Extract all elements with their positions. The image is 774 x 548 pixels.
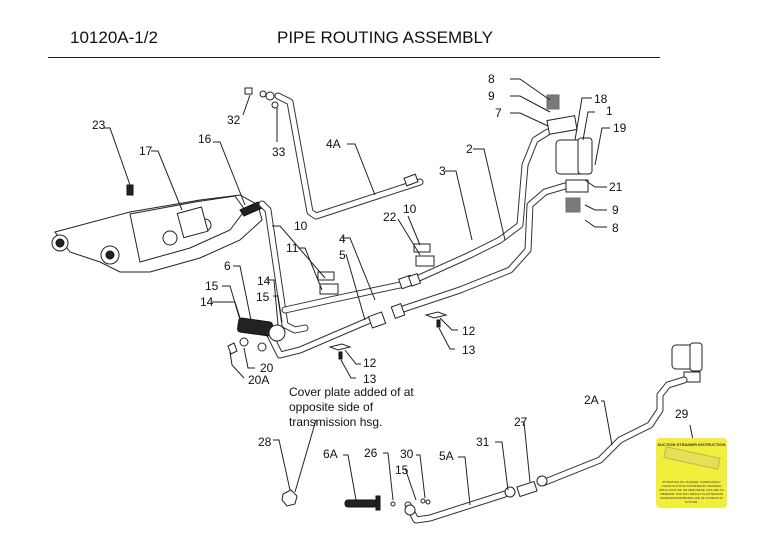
callout-3: 3 xyxy=(439,164,446,178)
decal-text: ATTENTION OIL CHANGE: THOROUGHLY CLEAN S… xyxy=(659,480,724,504)
callout-15: 15 xyxy=(205,279,219,293)
callout-6: 6 xyxy=(224,259,231,273)
callout-11: 11 xyxy=(286,241,299,255)
callout-2: 2 xyxy=(466,142,473,156)
callout-17: 17 xyxy=(139,144,153,158)
callout-8-lower: 8 xyxy=(612,221,619,235)
callout-27: 27 xyxy=(514,415,528,429)
callout-18: 18 xyxy=(594,92,608,106)
callout-28: 28 xyxy=(258,435,272,449)
callout-30: 30 xyxy=(400,447,414,461)
callout-5A: 5A xyxy=(439,449,454,463)
pipe-4A xyxy=(274,92,424,220)
hydraulic-pump xyxy=(546,94,593,213)
leader-lines xyxy=(104,78,694,506)
callout-21: 21 xyxy=(609,180,623,194)
callout-23: 23 xyxy=(92,118,106,132)
pipe-5 xyxy=(266,182,569,359)
callout-20: 20 xyxy=(260,361,274,375)
callout-10-right: 10 xyxy=(403,202,417,216)
pipe-16 xyxy=(258,200,309,334)
lower-pump xyxy=(671,342,703,383)
callout-14: 14 xyxy=(257,274,271,288)
callout-4: 4 xyxy=(339,232,346,246)
callout-9: 9 xyxy=(488,89,495,103)
callout-32: 32 xyxy=(227,113,241,127)
callout-12-right: 12 xyxy=(462,324,476,338)
callout-19: 19 xyxy=(613,121,627,135)
callout-5: 5 xyxy=(339,248,346,262)
breather-plug xyxy=(126,184,134,196)
suction-strainer xyxy=(227,317,286,355)
transmission-housing xyxy=(51,194,263,273)
cover-plate-note: Cover plate added of at opposite side of… xyxy=(289,385,414,429)
callout-15-right: 15 xyxy=(256,290,270,304)
callout-9-lower: 9 xyxy=(612,203,619,217)
callout-4A: 4A xyxy=(326,137,341,151)
callout-15-lower: 15 xyxy=(395,463,409,477)
callout-14-left: 14 xyxy=(200,295,214,309)
suction-strainer-decal: SUCTION STRAINER INSTRUCTION ATTENTION O… xyxy=(656,438,727,508)
callout-8: 8 xyxy=(488,72,495,86)
callout-6A: 6A xyxy=(323,447,338,461)
callout-7: 7 xyxy=(495,106,502,120)
callout-22: 22 xyxy=(383,210,397,224)
callout-12: 12 xyxy=(363,356,377,370)
pipe-5A-2A xyxy=(404,376,688,524)
callouts: 8 9 7 18 1 19 2 3 21 9 8 32 33 4A 23 17 … xyxy=(92,72,689,477)
callout-10: 10 xyxy=(294,219,308,233)
callout-13-right: 13 xyxy=(462,343,476,357)
callout-20A: 20A xyxy=(248,373,269,387)
strainer-illustration xyxy=(663,446,721,470)
callout-31: 31 xyxy=(476,435,490,449)
drawing-title: PIPE ROUTING ASSEMBLY xyxy=(277,28,494,47)
callout-33: 33 xyxy=(272,145,286,159)
pipe-4 xyxy=(281,128,552,314)
callout-1: 1 xyxy=(606,104,613,118)
strainer-6A xyxy=(344,499,378,508)
drawing-number: 10120A-1/2 xyxy=(70,28,158,47)
callout-29: 29 xyxy=(675,407,689,421)
callout-16: 16 xyxy=(198,132,212,146)
cover-plate-28 xyxy=(281,489,298,507)
callout-13: 13 xyxy=(363,372,377,386)
callout-2A: 2A xyxy=(584,393,599,407)
decal-title: SUCTION STRAINER INSTRUCTION xyxy=(657,442,726,447)
callout-26: 26 xyxy=(364,446,378,460)
header-rule xyxy=(48,57,660,58)
